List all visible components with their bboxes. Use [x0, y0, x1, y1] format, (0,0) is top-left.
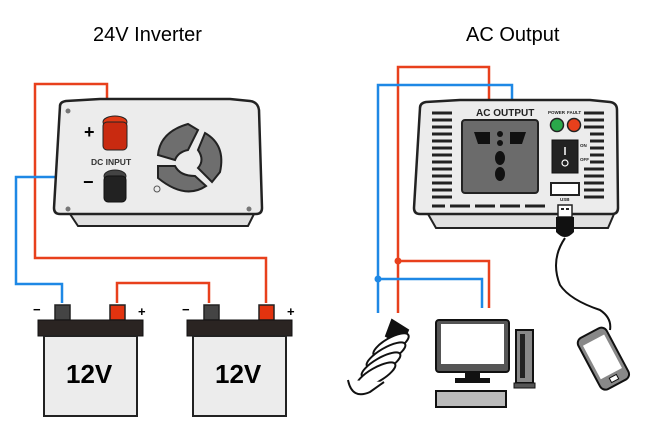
- screw-icon: [246, 206, 252, 212]
- fan-icon: [156, 122, 223, 193]
- off-label: OFF: [580, 157, 589, 162]
- battery-1-minus: −: [33, 302, 41, 317]
- positive-junction: [394, 257, 402, 265]
- battery-negative-terminal: [54, 304, 71, 321]
- usb-label: USB: [560, 197, 570, 202]
- keyboard-icon: [435, 390, 507, 408]
- inverter-title: 24V Inverter: [93, 24, 202, 46]
- battery-2-voltage: 12V: [215, 359, 262, 389]
- battery-negative-terminal: [203, 304, 220, 321]
- ground-icon: [153, 185, 161, 193]
- battery-2: [186, 304, 293, 417]
- minus-sign: −: [83, 172, 94, 192]
- negative-junction: [374, 275, 382, 283]
- battery-positive-terminal: [109, 304, 126, 321]
- ac-inverter: [412, 98, 620, 229]
- negative-terminal[interactable]: [103, 169, 127, 203]
- fault-label: FAULT: [567, 110, 581, 115]
- ac-output-label: AC OUTPUT: [476, 108, 534, 119]
- ac-socket[interactable]: [461, 119, 539, 194]
- usb-cable: [555, 204, 612, 331]
- dc-inverter: [52, 97, 264, 227]
- power-switch[interactable]: [551, 139, 579, 174]
- vent-slots: [432, 111, 604, 208]
- plus-sign: +: [84, 122, 95, 142]
- battery-1-voltage: 12V: [66, 359, 113, 389]
- power-label: POWER: [548, 110, 566, 115]
- light-bulb-icon: [347, 318, 410, 396]
- dc-input-label: DC INPUT: [91, 157, 132, 167]
- on-label: ON: [580, 143, 587, 148]
- battery-positive-terminal: [258, 304, 275, 321]
- positive-wire-right: [396, 65, 491, 313]
- battery-1-plus: +: [138, 304, 146, 319]
- ac-output-title: AC Output: [466, 24, 560, 46]
- screw-icon: [65, 108, 71, 114]
- positive-terminal[interactable]: [102, 115, 128, 151]
- positive-wire-left: [33, 82, 268, 303]
- power-led: [549, 117, 565, 133]
- battery-2-plus: +: [287, 304, 295, 319]
- usb-port[interactable]: [550, 182, 580, 196]
- screw-icon: [65, 206, 71, 212]
- battery-2-minus: −: [182, 302, 190, 317]
- negative-wire-left: [14, 175, 92, 303]
- battery-1: [37, 304, 144, 417]
- fault-led: [566, 117, 582, 133]
- smartphone-icon: [576, 326, 631, 391]
- desktop-computer-icon: [435, 319, 536, 408]
